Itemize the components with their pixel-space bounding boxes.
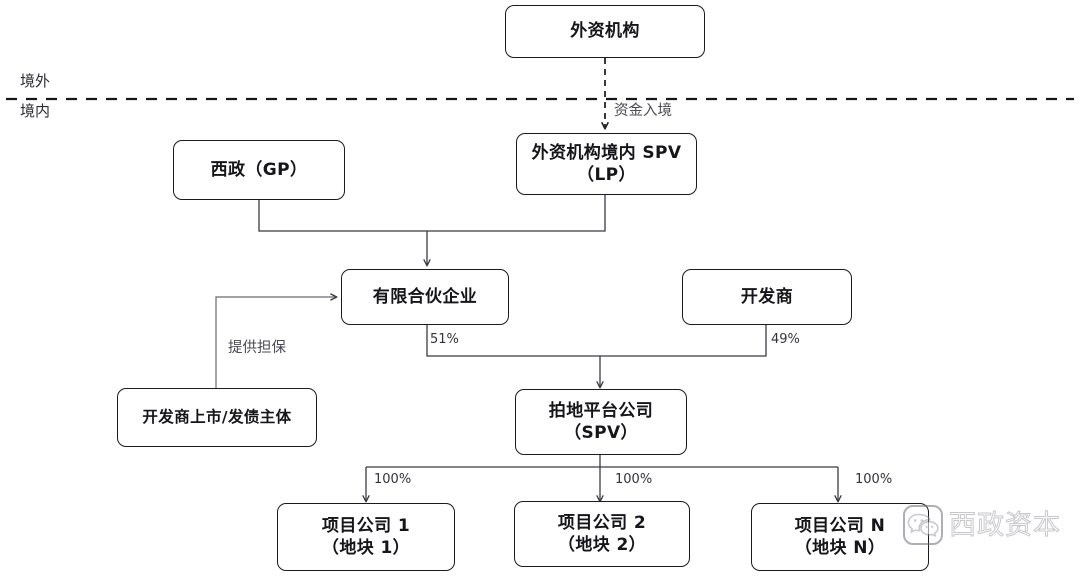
- zone-label-offshore: 境外: [20, 72, 51, 90]
- node-foreign-institution[interactable]: 外资机构: [505, 5, 705, 58]
- node-xizheng-gp[interactable]: 西政（GP）: [173, 140, 345, 200]
- node-onshore-spv[interactable]: 外资机构境内 SPV （LP）: [516, 133, 697, 195]
- zone-label-onshore: 境内: [20, 102, 51, 120]
- node-project-company-1[interactable]: 项目公司 1 （地块 1）: [277, 503, 455, 571]
- edge-label-pct-100-project-1: 100%: [374, 472, 412, 487]
- node-developer[interactable]: 开发商: [682, 269, 852, 325]
- edge-label-pct-51: 51%: [430, 332, 459, 347]
- edge-gp-to-partnership: [258, 200, 427, 232]
- node-project-company-n[interactable]: 项目公司 N （地块 N）: [751, 503, 929, 571]
- edge-label-pct-100-project-n: 100%: [855, 472, 893, 487]
- edge-developer-49: [600, 325, 767, 357]
- edge-spv-to-partnership: [427, 195, 606, 232]
- watermark-text: 西政资本: [949, 509, 1061, 541]
- edge-label-capital-inflow: 资金入境: [614, 103, 672, 119]
- edge-label-pct-100-project-2: 100%: [615, 472, 653, 487]
- node-developer-listed-entity[interactable]: 开发商上市/发债主体: [117, 388, 317, 447]
- edge-label-provide-guarantee: 提供担保: [228, 340, 286, 356]
- node-limited-partnership[interactable]: 有限合伙企业: [341, 269, 509, 325]
- node-land-platform-spv[interactable]: 拍地平台公司 （SPV）: [515, 389, 687, 455]
- edge-label-pct-49: 49%: [771, 332, 800, 347]
- node-project-company-2[interactable]: 项目公司 2 （地块 2）: [514, 501, 690, 567]
